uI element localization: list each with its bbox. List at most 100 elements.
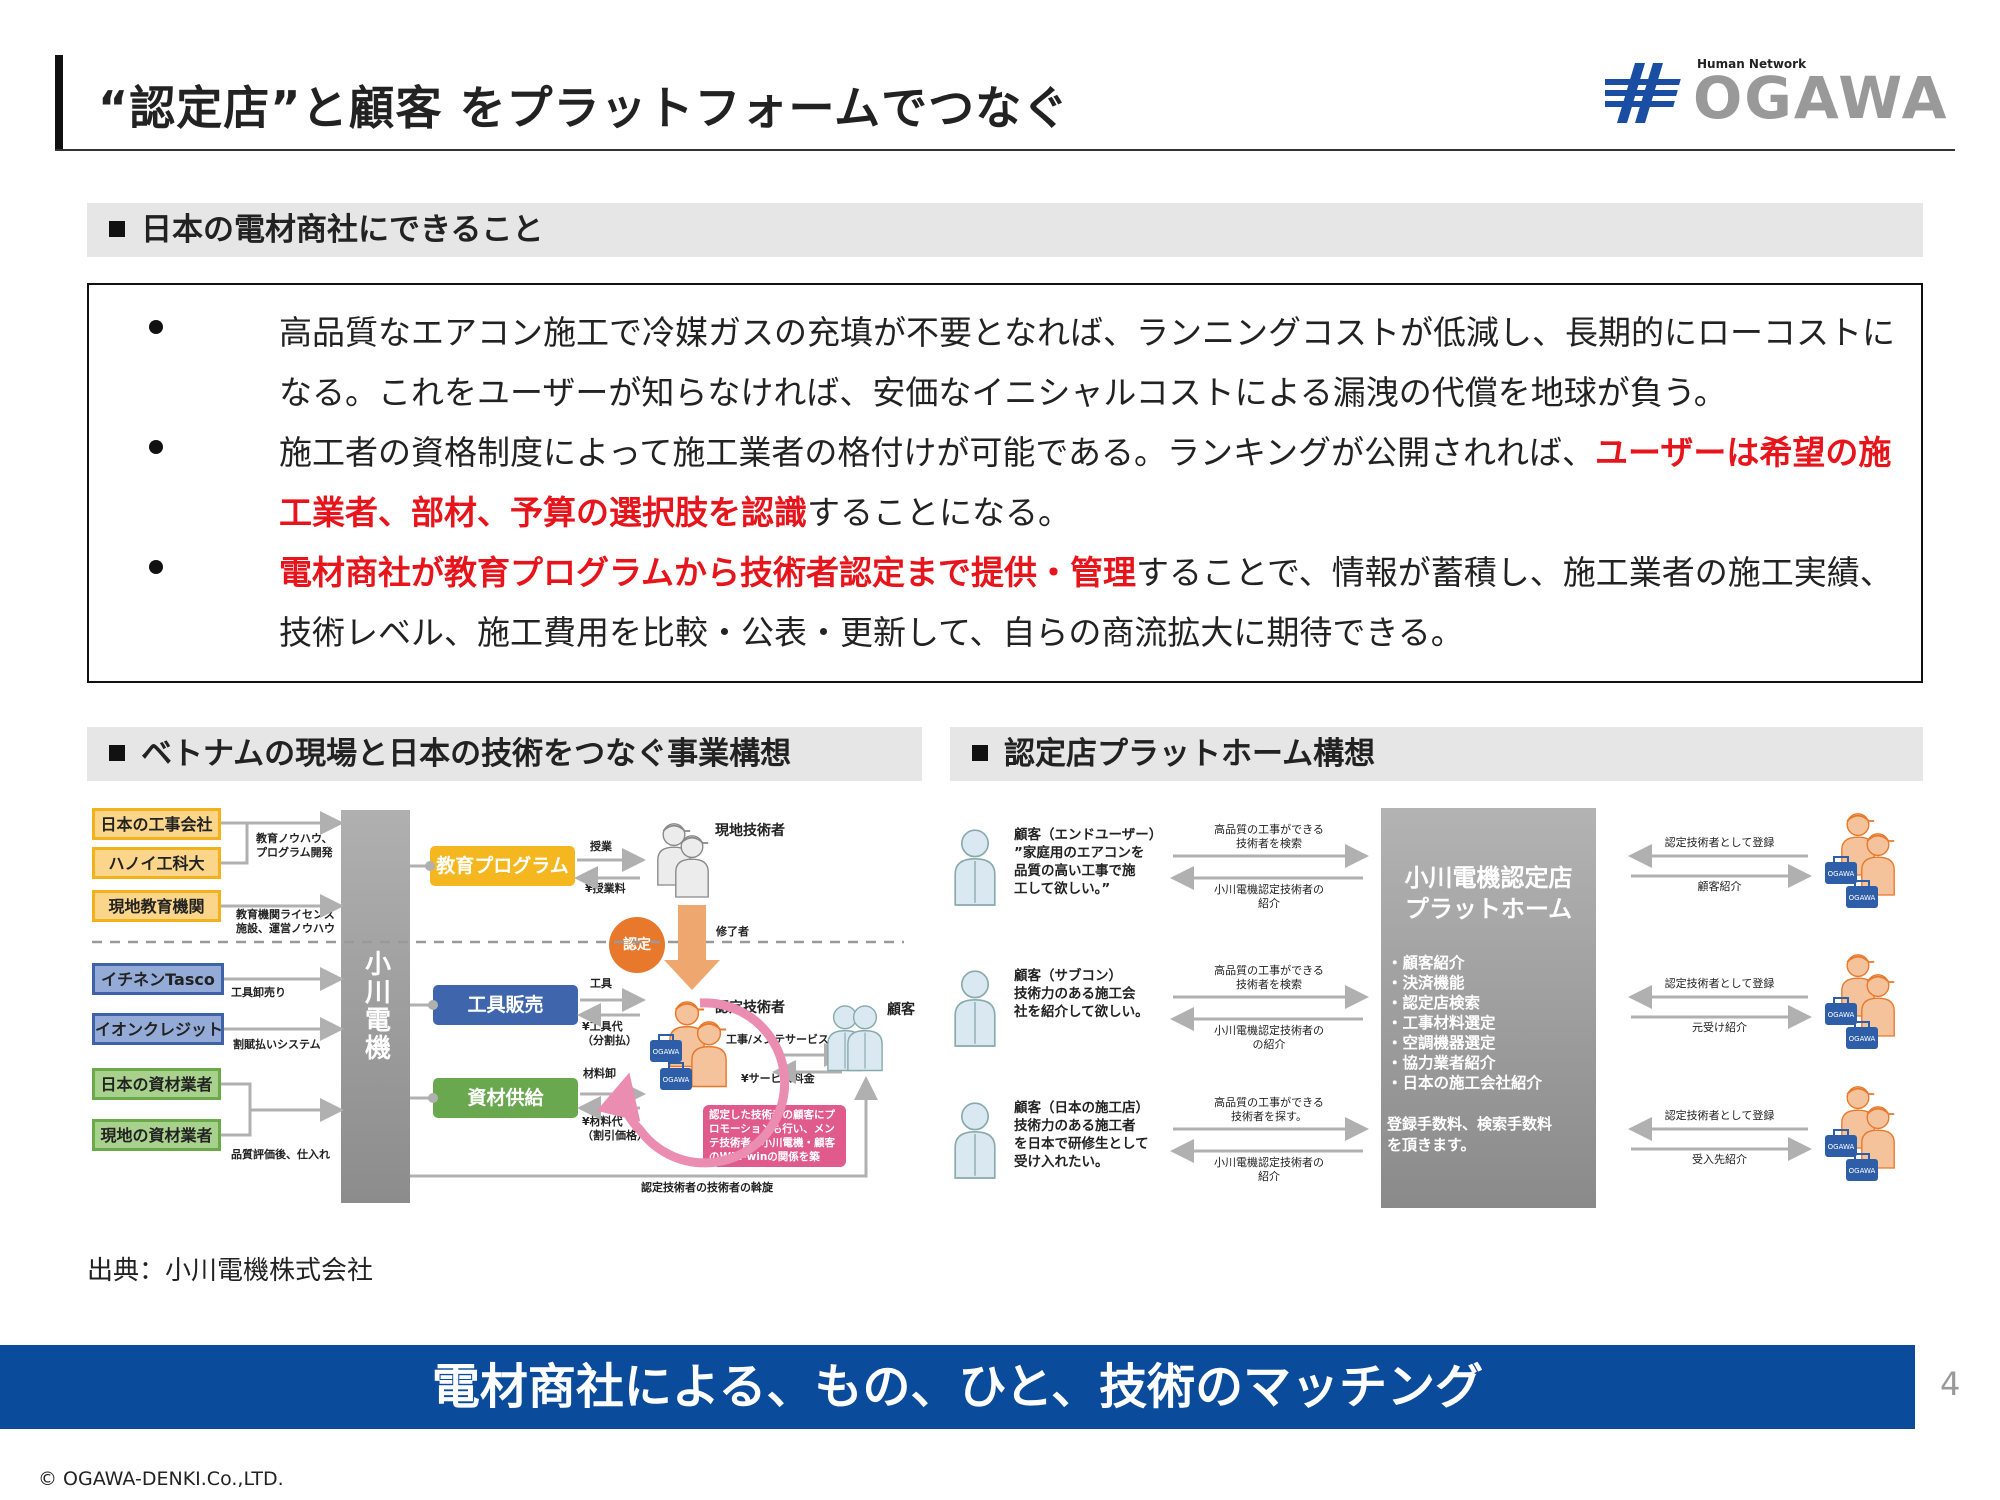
logo-wordmark: OGAWA [1693,64,1949,132]
copyright: © OGAWA-DENKI.Co.,LTD. [38,1468,284,1490]
square-bullet-icon [109,744,125,761]
section-heading-text: 認定店プラットホーム構想 [1004,736,1376,772]
label-line: の紹介 [1252,1038,1286,1051]
title-accent-bar [55,55,63,150]
label-material-fee: ¥材料代（割引価格） [582,1115,648,1142]
register-label: 認定技術者として登録 [1664,977,1775,990]
label-customers: 顧客 [887,1002,915,1018]
hub-ogawa-label: 小川電機 [341,950,410,1069]
label-lesson: 授業 [590,840,612,853]
ogawa-toolbag-icon: OGAWA [1825,997,1857,1025]
platform-title: 小川電機認定店 プラットホーム [1381,863,1596,925]
bottom-banner: 電材商社による、もの、ひと、技術のマッチング [0,1345,1915,1429]
ogawa-toolbag-icon: OGAWA [1846,1153,1878,1181]
label-education-license: 教育機関ライセンス施設、運営ノウハウ [236,908,335,935]
label-quality-purchase: 品質評価後、仕入れ [231,1148,330,1161]
certified-technician-icon [1841,954,1875,1017]
ogawa-toolbag-icon: OGAWA [1825,856,1857,884]
customer-icon [954,970,996,1047]
label-certified-technicians: 認定技術者 [715,1000,785,1016]
bullet-item: 施工者の資格制度によって施工業者の格付けが可能である。ランキングが公開されれば、… [149,423,1891,543]
bullet-dot-icon [149,560,163,574]
platform-features: ・顧客紹介・決済機能・認定店検索・工事材料選定・空調機器選定・協力業者紹介・日本… [1387,953,1542,1093]
body-text: 施工者の資格制度によって施工業者の格付けが可能である。ランキングが公開されれば、 [279,433,1596,472]
customer-line: 工して欲しい。” [1014,881,1111,897]
partner-local-education: 現地教育機関 [92,890,221,922]
platform-feature: ・認定店検索 [1387,994,1481,1012]
platform-feature: ・日本の施工会社紹介 [1387,1074,1543,1092]
partner-hanoi-univ: ハノイ工科大 [92,847,221,879]
label-line: 小川電機認定技術者の [1214,883,1324,896]
platform-feature: ・顧客紹介 [1387,954,1465,972]
label-tools: 工具 [590,977,612,990]
customer-line: 顧客（エンドユーザー） [1014,827,1163,843]
section-heading-text: ベトナムの現場と日本の技術をつなぐ事業構想 [141,736,792,772]
local-technician-icon [675,835,709,898]
label-line: 高品質の工事ができる [1214,823,1324,836]
platform-title-line: 小川電機認定店 [1404,864,1573,892]
svg-text:OGAWA: OGAWA [663,1076,690,1084]
square-bullet-icon [109,220,125,237]
partner-ichinen-tasco: イチネンTasco [92,963,224,995]
customer-line: 受け入れたい。 [1014,1154,1109,1170]
svg-text:OGAWA: OGAWA [1828,1011,1855,1019]
body-text: 技術レベル、施工費用を比較・公表・更新して、自らの商流拡大に期待できる。 [279,613,1464,652]
label-line: 技術者を探す。 [1231,1110,1307,1123]
label-line: 紹介 [1258,1170,1280,1183]
highlight-text: ユーザーは希望の施 [1595,433,1892,472]
customer-description: 顧客（日本の施工店） 技術力のある施工者を日本で研修生として受け入れたい。 [1014,1099,1149,1171]
svg-text:OGAWA: OGAWA [1828,1143,1855,1151]
customer-icon [827,1005,863,1072]
label-tool-wholesale: 工具卸売り [231,986,286,999]
platform-title-line: プラットホーム [1404,895,1573,923]
fee-line: を頂きます。 [1387,1136,1476,1154]
platform-box: 小川電機認定店 プラットホーム ・顧客紹介・決済機能・認定店検索・工事材料選定・… [1381,808,1596,1208]
label-referral: 認定技術者の技術者の斡旋 [641,1181,773,1194]
section-heading-text: 日本の電材商社にできること [141,212,544,248]
body-text: 高品質なエアコン施工で冷媒ガスの充填が不要となれば、ランニングコストが低減し、長… [279,313,1896,352]
ogawa-toolbag-icon: OGAWA [1825,1129,1857,1157]
partner-aeon-credit: イオンクレジット [92,1013,224,1045]
customer-description: 顧客（サブコン）技術力のある施工会社を紹介して欲しい。 [1014,967,1149,1021]
intro-label: 受入先紹介 [1692,1153,1747,1166]
customer-description: 顧客（エンドユーザー）”家庭用のエアコンを品質の高い工事で施工して欲しい。” [1014,826,1162,898]
certified-technician-icon [1841,1086,1875,1149]
label-line: 技術者を検索 [1236,978,1302,991]
square-bullet-icon [972,744,988,761]
platform-feature: ・工事材料選定 [1387,1014,1496,1032]
platform-feature: ・協力業者紹介 [1387,1054,1496,1072]
svg-text:OGAWA: OGAWA [653,1048,680,1056]
customer-icon [954,1102,996,1179]
partner-japan-construction: 日本の工事会社 [92,808,221,840]
capabilities-box: 高品質なエアコン施工で冷媒ガスの充填が不要となれば、ランニングコストが低減し、長… [87,283,1923,683]
bullet-line: 施工者の資格制度によって施工業者の格付けが可能である。ランキングが公開されれば、… [279,423,1891,483]
program-education: 教育プログラム [430,846,575,886]
platform-fee: 登録手数料、検索手数料 を頂きます。 [1387,1114,1552,1156]
label-graduates: 修了者 [716,925,749,938]
platform-feature: ・空調機器選定 [1387,1034,1496,1052]
customer-line: 社を紹介して欲しい。 [1014,1004,1149,1020]
customer-line: ”家庭用のエアコンを [1014,845,1145,861]
bullet-line: 技術レベル、施工費用を比較・公表・更新して、自らの商流拡大に期待できる。 [279,603,1869,663]
section-heading-platform: 認定店プラットホーム構想 [950,727,1923,781]
partner-local-materials: 現地の資材業者 [92,1119,221,1151]
bullet-dot-icon [149,440,163,454]
bullet-line: 電材商社が教育プログラムから技術者認定まで提供・管理することで、情報が蓄積し、施… [279,543,1893,603]
customer-line: 顧客（日本の施工店） [1014,1100,1149,1116]
body-text: なる。これをユーザーが知らなければ、安価なイニシャルコストによる漏洩の代償を地球… [279,373,1727,412]
label-service-fee: ¥サービス料金 [741,1072,815,1085]
label-education-knowhow: 教育ノウハウ、プログラム開発 [256,832,333,859]
svg-text:OGAWA: OGAWA [1828,870,1855,878]
program-material-supply: 資材供給 [433,1078,578,1118]
ogawa-toolbag-icon: OGAWA [660,1062,692,1090]
customer-line: 技術力のある施工者 [1014,1118,1136,1134]
svg-text:OGAWA: OGAWA [1849,1035,1876,1043]
customer-line: を日本で研修生として [1014,1136,1149,1152]
ogawa-toolbag-icon: OGAWA [1846,880,1878,908]
local-technician-icon [657,823,691,886]
label-line: 技術者を検索 [1236,837,1302,850]
label-materials: 材料卸 [583,1067,616,1080]
label-tool-fee: ¥工具代（分割払） [582,1020,637,1047]
introduction-label: 小川電機認定技術者のの紹介 [1179,1024,1359,1052]
body-text: することで、情報が蓄積し、施工業者の施工実績、 [1136,553,1893,592]
